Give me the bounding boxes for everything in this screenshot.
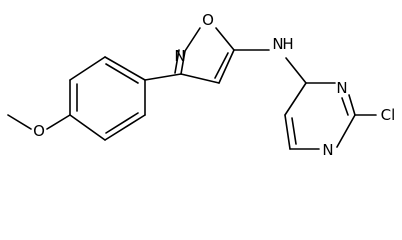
label-pyrimidine-nitrogen-lower: N (322, 141, 333, 159)
bond-n3-c2 (348, 94, 356, 116)
bond-o-c5 (215, 27, 235, 51)
bond-c3-n (180, 50, 186, 75)
bond-phenyl-o (46, 114, 71, 130)
bond-p1-inner (105, 63, 139, 84)
bond-p4 (69, 114, 106, 141)
bond-n3-c2-inner (341, 97, 349, 116)
label-isoxazole-nitrogen: N (174, 47, 185, 65)
bond-c5-c4-inner (214, 52, 229, 79)
bond-c4-c3 (180, 73, 220, 84)
label-amine-hydrogen: H (282, 35, 293, 53)
bond-c6-c5 (284, 114, 291, 150)
bond-nh-pyrimidine (285, 57, 307, 84)
isoxazole-ring (174, 27, 235, 84)
bond-p1 (104, 56, 146, 81)
bond-o-ch3 (7, 114, 32, 130)
chemical-structure-diagram: O N N H N N Cl O (7, 11, 396, 159)
label-pyrimidine-nitrogen-upper: N (336, 79, 347, 97)
label-isoxazole-oxygen: O (202, 11, 214, 29)
bond-c6-c5-inner (291, 117, 297, 145)
phenyl-ring (69, 56, 146, 141)
pyrimidine-ring (284, 82, 356, 150)
bond-c3-n-inner (174, 49, 180, 74)
bond-c5-c4 (284, 82, 307, 116)
bond-isoxazole-phenyl (144, 73, 182, 81)
bond-c5-c4 (218, 49, 235, 84)
bond-p5-inner (105, 112, 139, 134)
bond-c2-n1 (336, 114, 356, 148)
label-methoxy-oxygen: O (33, 122, 45, 140)
label-chlorine: Cl (381, 106, 396, 124)
bond-p2 (69, 56, 106, 81)
bond-o-n (184, 27, 201, 52)
label-amine-nitrogen: N (272, 35, 283, 53)
bond-p5 (104, 114, 146, 141)
